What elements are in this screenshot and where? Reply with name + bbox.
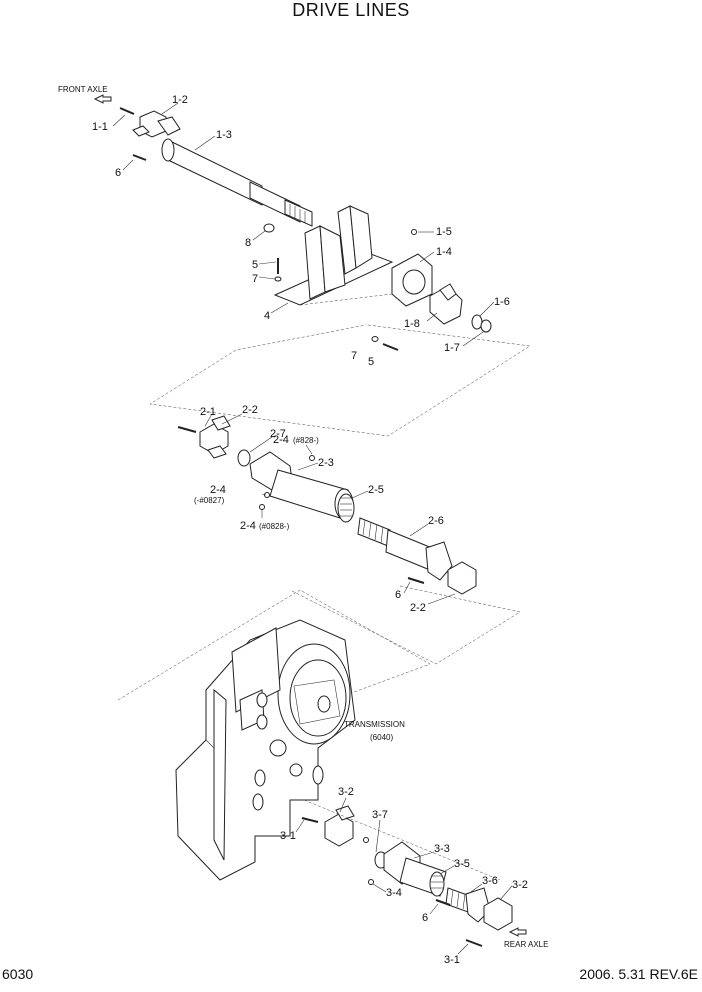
- callout-3-1-a: 3-1: [280, 830, 296, 842]
- callout-6-bottom: 6: [422, 912, 428, 924]
- nut-8: [263, 223, 275, 233]
- universal-joint-3-2: [324, 813, 354, 847]
- spline-bearing-3-5: [429, 871, 445, 897]
- callout-3-3: 3-3: [434, 843, 450, 855]
- callout-1-2: 1-2: [172, 94, 188, 106]
- drive-shaft-tube-1-3: [167, 139, 263, 206]
- callout-1-8: 1-8: [404, 318, 420, 330]
- callout-4: 4: [264, 310, 270, 322]
- callout-3-7: 3-7: [372, 809, 388, 821]
- intermediate-shaft-group: [177, 413, 521, 665]
- washer-7: [274, 276, 282, 282]
- callout-3-1-b: 3-1: [444, 954, 460, 966]
- bolt-3-1: [301, 817, 319, 823]
- callout-3-2-b: 3-2: [512, 879, 528, 891]
- universal-joint-3-2-b: [483, 897, 513, 931]
- spline-bearing-2-5: [337, 493, 355, 523]
- callout-2-4-a-note: (#828-): [293, 436, 319, 445]
- page-number: 6030: [2, 966, 34, 982]
- callout-2-2-a: 2-2: [242, 404, 258, 416]
- callout-2-1: 2-1: [200, 406, 216, 418]
- spline-shaft-2-6: [357, 517, 391, 547]
- callout-2-4-c: 2-4: [240, 520, 256, 532]
- callout-2-2-b: 2-2: [410, 602, 426, 614]
- callout-3-5: 3-5: [454, 858, 470, 870]
- front-shaft-group: [93, 94, 531, 437]
- callout-6-mid: 6: [395, 589, 401, 601]
- date-revision: 2006. 5.31 REV.6E: [579, 966, 698, 982]
- transmission-group: [117, 589, 527, 955]
- callout-2-4-c-note: (#0828-): [259, 522, 290, 531]
- front-axle-arrow-icon: [93, 94, 112, 104]
- spline-end: [284, 199, 313, 227]
- callout-2-4-b-note: (-#0827): [194, 496, 225, 505]
- yoke-flange: [157, 116, 181, 136]
- callout-1-1: 1-1: [92, 121, 108, 133]
- grease-fitting-1-5: [411, 229, 417, 235]
- bolt-3-1-b: [465, 939, 483, 947]
- bolt-6: [132, 154, 147, 161]
- callout-2-6: 2-6: [428, 515, 444, 527]
- grease-fitting-2-4-a: [309, 455, 315, 461]
- callout-3-6: 3-6: [482, 875, 498, 887]
- front-axle-note: FRONT AXLE: [58, 85, 108, 94]
- callout-1-6: 1-6: [494, 296, 510, 308]
- callout-2-3: 2-3: [318, 457, 334, 469]
- grease-fitting-3-4: [368, 879, 374, 885]
- transmission-note: TRANSMISSION: [344, 720, 405, 729]
- rear-axle-arrow-icon: [508, 927, 527, 937]
- callout-5-a: 5: [252, 259, 258, 271]
- callout-1-4: 1-4: [436, 246, 452, 258]
- washer-7-lower: [371, 336, 379, 342]
- page-title: DRIVE LINES: [292, 0, 410, 20]
- bolt-2-1: [177, 426, 197, 433]
- bolt-1-1: [119, 107, 135, 115]
- callout-2-4-b: 2-4: [210, 484, 226, 496]
- callout-2-5: 2-5: [368, 484, 384, 496]
- washer-1-6: [471, 314, 483, 330]
- callout-1-7: 1-7: [444, 342, 460, 354]
- transmission-ref-note: (6040): [370, 733, 393, 742]
- rear-axle-note: REAR AXLE: [504, 940, 548, 949]
- callout-7-a: 7: [252, 273, 258, 285]
- seal-2-7: [237, 449, 251, 467]
- callout-2-4-a: 2-4: [273, 434, 289, 446]
- bolt-6-mid: [407, 577, 425, 584]
- callout-1-5: 1-5: [436, 226, 452, 238]
- callout-3-2-a: 3-2: [338, 786, 354, 798]
- yoke-cap: [132, 125, 150, 137]
- universal-joint-2-2-b: [447, 561, 477, 595]
- callout-6-top: 6: [115, 167, 121, 179]
- grease-fitting-2-4-b: [264, 492, 270, 498]
- callout-8: 8: [245, 237, 251, 249]
- callout-7-b: 7: [351, 350, 357, 362]
- bolt-5-lower: [382, 343, 399, 351]
- callout-5-b: 5: [368, 356, 374, 368]
- callout-2-7: 2-7: [270, 428, 286, 440]
- nut-1-7: [480, 319, 492, 333]
- bolt-6-bottom: [435, 899, 451, 906]
- grease-fitting-2-4-c: [259, 504, 265, 510]
- callout-1-3: 1-3: [216, 129, 232, 141]
- callout-3-4: 3-4: [386, 887, 402, 899]
